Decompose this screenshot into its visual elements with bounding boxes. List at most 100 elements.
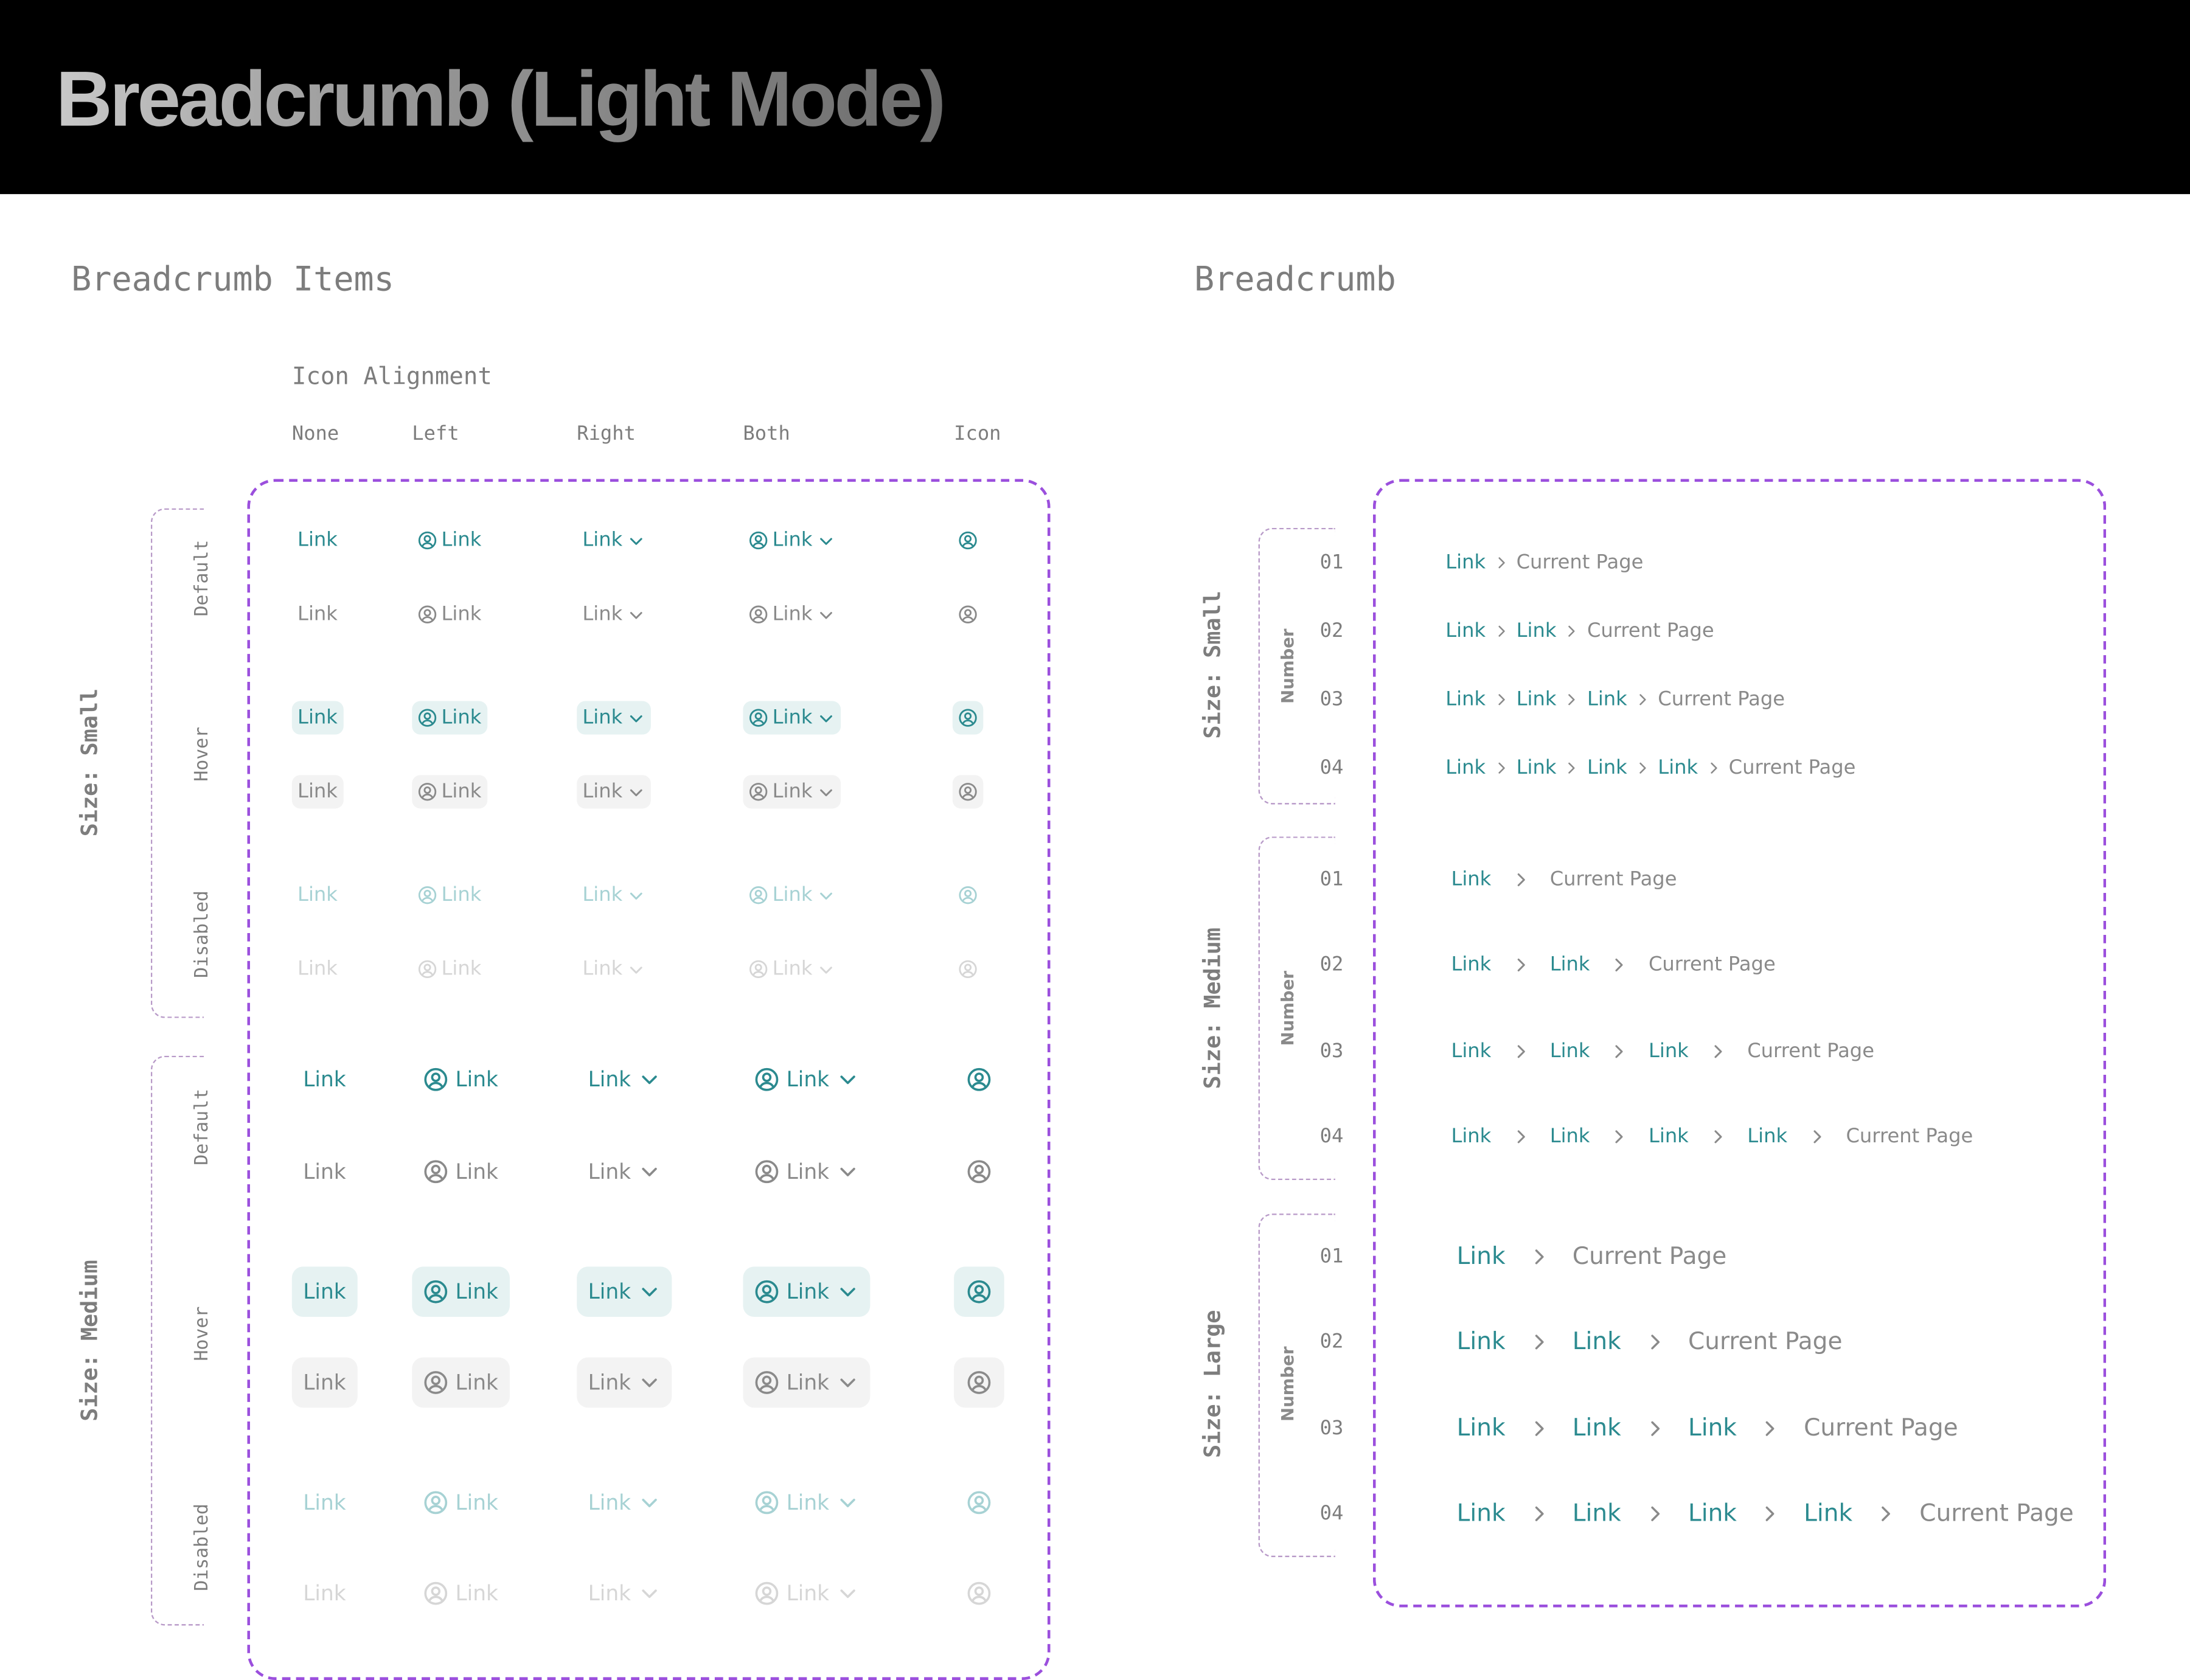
user-circle-icon (749, 960, 768, 979)
chevron-right-icon (1517, 873, 1525, 886)
user-circle-icon (967, 1371, 991, 1394)
breadcrumb-link[interactable]: Link (1451, 1040, 1492, 1063)
breadcrumb-item-icon[interactable] (952, 701, 984, 735)
breadcrumb-link[interactable]: Link (1516, 620, 1557, 643)
breadcrumb-link[interactable]: Link (1451, 954, 1492, 976)
breadcrumb-link[interactable]: Link (1804, 1499, 1853, 1528)
breadcrumb-link[interactable]: Link (1451, 869, 1492, 891)
breadcrumb-link[interactable]: Link (1456, 1328, 1506, 1356)
breadcrumb-item-label: Link (588, 1067, 631, 1092)
breadcrumb-link[interactable]: Link (1549, 1040, 1590, 1063)
user-circle-icon (424, 1160, 448, 1184)
breadcrumb-item-icon[interactable] (954, 1054, 1004, 1105)
breadcrumb-item-both[interactable]: Link (743, 1054, 869, 1105)
breadcrumb-item-left[interactable]: Link (412, 598, 487, 631)
breadcrumb-item-none[interactable]: Link (291, 775, 344, 809)
breadcrumb-item-right[interactable]: Link (577, 1357, 672, 1408)
breadcrumb-link[interactable]: Link (1658, 757, 1698, 780)
breadcrumb-item-icon[interactable] (953, 524, 984, 557)
user-circle-icon (959, 605, 977, 623)
breadcrumb-link[interactable]: Link (1456, 1243, 1506, 1271)
breadcrumb-item-icon[interactable] (954, 1357, 1004, 1408)
user-circle-icon (418, 531, 437, 550)
chevron-right-icon (1650, 1506, 1660, 1521)
breadcrumb-item-none[interactable]: Link (292, 524, 343, 557)
breadcrumb-link[interactable]: Link (1445, 757, 1486, 780)
breadcrumb-item-right[interactable]: Link (577, 1266, 672, 1317)
breadcrumb-item-left[interactable]: Link (412, 1357, 510, 1408)
user-circle-icon (755, 1371, 779, 1394)
breadcrumb-item-both[interactable]: Link (743, 1147, 869, 1197)
breadcrumb-item-label: Link (786, 1490, 830, 1516)
breadcrumb-link[interactable]: Link (1572, 1328, 1621, 1356)
breadcrumb-item-both[interactable]: Link (743, 524, 840, 557)
breadcrumb-item-none[interactable]: Link (292, 1147, 357, 1197)
breadcrumb-link[interactable]: Link (1549, 954, 1590, 976)
breadcrumb-link[interactable]: Link (1572, 1414, 1621, 1443)
breadcrumb-link[interactable]: Link (1445, 688, 1486, 711)
breadcrumb-item-left[interactable]: Link (412, 524, 487, 557)
breadcrumb-item-left[interactable]: Link (412, 1054, 509, 1105)
breadcrumb-item-label: Link (303, 1279, 346, 1305)
breadcrumb-item-left[interactable]: Link (412, 775, 487, 809)
breadcrumb-item-icon (953, 878, 984, 912)
breadcrumb-link[interactable]: Link (1688, 1414, 1737, 1443)
breadcrumb-item-right[interactable]: Link (577, 524, 650, 557)
breadcrumb-link[interactable]: Link (1648, 1040, 1689, 1063)
breadcrumb-link[interactable]: Link (1688, 1499, 1737, 1528)
column-header-none: None (291, 423, 339, 446)
small-number-bracket (1258, 527, 1335, 805)
user-circle-icon (418, 605, 437, 623)
breadcrumb-link[interactable]: Link (1549, 1125, 1590, 1148)
breadcrumb-item-right[interactable]: Link (577, 598, 650, 631)
breadcrumb-item-left[interactable]: Link (412, 1266, 510, 1317)
breadcrumb-link[interactable]: Link (1587, 688, 1627, 711)
chevron-right-icon (1517, 1045, 1525, 1058)
breadcrumb-item-none[interactable]: Link (292, 598, 343, 631)
chevron-right-icon (1882, 1506, 1891, 1521)
breadcrumb-item-icon[interactable] (952, 775, 984, 809)
breadcrumb-item-none[interactable]: Link (291, 1357, 358, 1408)
chevron-right-icon (1650, 1421, 1660, 1436)
breadcrumb-link[interactable]: Link (1445, 551, 1486, 574)
breadcrumb-item-icon[interactable] (954, 1266, 1004, 1317)
breadcrumb-item-right[interactable]: Link (577, 1054, 671, 1105)
breadcrumb-link[interactable]: Link (1516, 688, 1557, 711)
breadcrumb-link[interactable]: Link (1572, 1499, 1621, 1528)
number-label: 03 (1319, 1417, 1344, 1440)
breadcrumb-item-label: Link (582, 958, 623, 981)
user-circle-icon (755, 1581, 779, 1605)
breadcrumb-link[interactable]: Link (1648, 1125, 1689, 1148)
breadcrumb-item-none[interactable]: Link (292, 1054, 357, 1105)
breadcrumb-frame (1372, 479, 2107, 1608)
chevron-right-icon (1498, 762, 1504, 774)
number-label: 02 (1319, 620, 1344, 643)
breadcrumb-item-left[interactable]: Link (412, 701, 487, 735)
breadcrumb-link[interactable]: Link (1445, 620, 1486, 643)
breadcrumb-link[interactable]: Link (1451, 1125, 1492, 1148)
breadcrumb-item-both[interactable]: Link (743, 1357, 870, 1408)
breadcrumb-item-right[interactable]: Link (577, 1147, 671, 1197)
breadcrumb-item-none[interactable]: Link (291, 701, 344, 735)
breadcrumb-item-right[interactable]: Link (577, 701, 651, 735)
breadcrumb-item-icon[interactable] (954, 1147, 1004, 1197)
breadcrumb-item-none[interactable]: Link (291, 1266, 358, 1317)
breadcrumb-item-label: Link (297, 706, 338, 729)
breadcrumb-item-right[interactable]: Link (577, 775, 651, 809)
breadcrumb-link[interactable]: Link (1516, 757, 1557, 780)
breadcrumb-item-both[interactable]: Link (743, 701, 841, 735)
breadcrumb-item-both[interactable]: Link (743, 775, 841, 809)
breadcrumb-item-left: Link (412, 1477, 509, 1528)
breadcrumb-link[interactable]: Link (1747, 1125, 1788, 1148)
breadcrumb-item-left[interactable]: Link (412, 1147, 509, 1197)
breadcrumb-item-both[interactable]: Link (743, 598, 840, 631)
breadcrumb-link[interactable]: Link (1456, 1414, 1506, 1443)
breadcrumb-item-right: Link (577, 953, 650, 986)
breadcrumb-item-icon[interactable] (953, 598, 984, 631)
breadcrumb-link[interactable]: Link (1587, 757, 1627, 780)
breadcrumb-link[interactable]: Link (1456, 1499, 1506, 1528)
breadcrumb-item-both[interactable]: Link (743, 1266, 870, 1317)
